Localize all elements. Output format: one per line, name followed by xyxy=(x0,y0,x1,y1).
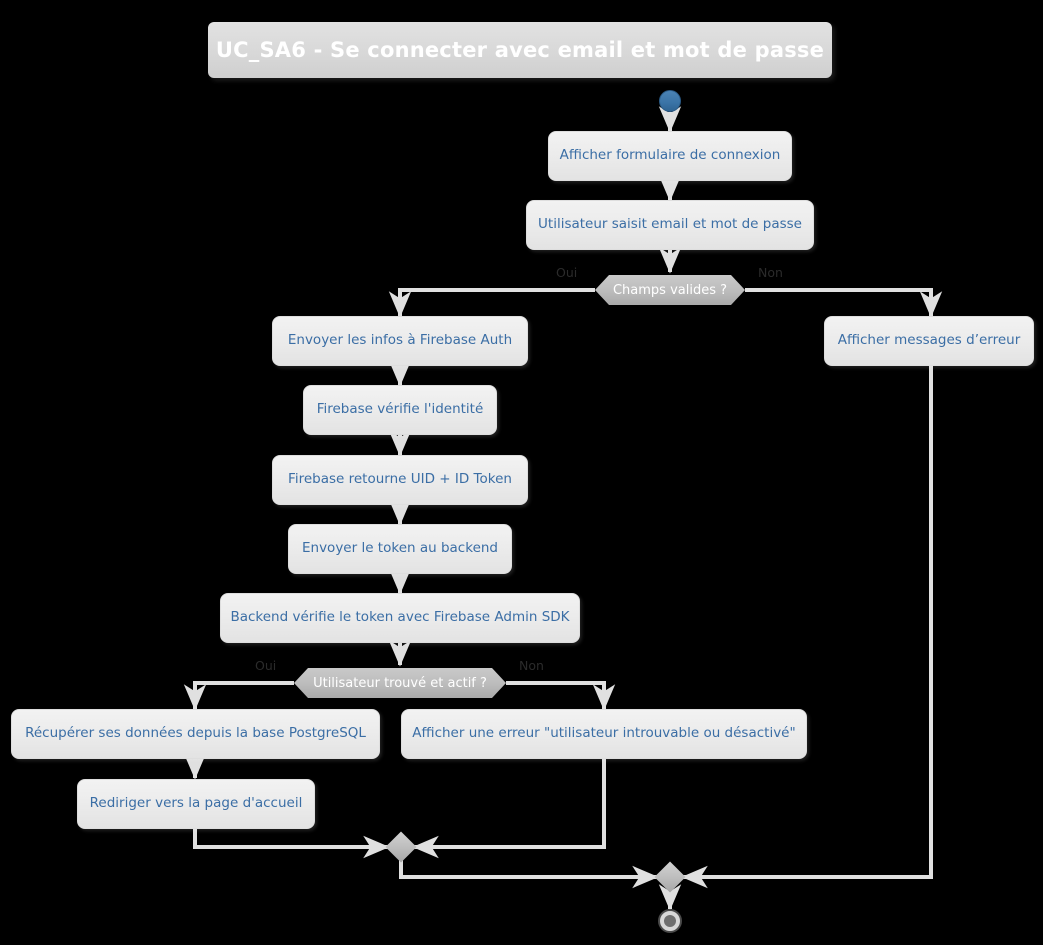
initial-node xyxy=(659,90,681,112)
action-firebase-retourne-uid-id-token[interactable]: Firebase retourne UID + ID Token xyxy=(272,455,528,505)
edge-d1-yes-a3 xyxy=(388,288,595,318)
action-label: Backend vérifie le token avec Firebase A… xyxy=(230,609,570,626)
guard-label-d1-yes: Oui xyxy=(556,265,578,280)
action-afficher-formulaire-de-connexion[interactable]: Afficher formulaire de connexion xyxy=(548,131,792,181)
decision-champs-valides[interactable]: Champs valides ? xyxy=(595,275,745,305)
edge-a9-m1 xyxy=(193,829,390,859)
action-firebase-verifie-lidentite[interactable]: Firebase vérifie l'identité xyxy=(303,385,497,435)
edge-d2-no-a10 xyxy=(506,681,616,711)
guard-label-d2-no: Non xyxy=(519,658,544,673)
action-afficher-une-erreur-utilisateur-introuvable-ou-desactive[interactable]: Afficher une erreur "utilisateur introuv… xyxy=(401,709,807,759)
action-backend-verifie-le-token-avec-firebase-admin-sdk[interactable]: Backend vérifie le token avec Firebase A… xyxy=(220,593,580,643)
edge-m1-m2 xyxy=(399,859,659,889)
final-node-dot xyxy=(664,915,676,927)
action-label: Afficher formulaire de connexion xyxy=(559,147,781,164)
guard-label-d1-no: Non xyxy=(758,265,783,280)
action-label: Envoyer les infos à Firebase Auth xyxy=(287,332,513,349)
diagram-title-banner: UC_SA6 - Se connecter avec email et mot … xyxy=(208,22,832,78)
action-envoyer-les-infos-a-firebase-auth[interactable]: Envoyer les infos à Firebase Auth xyxy=(272,316,528,366)
action-label: Firebase retourne UID + ID Token xyxy=(288,471,512,488)
edge-d2-yes-a8 xyxy=(183,681,294,711)
decision-label: Utilisateur trouvé et actif ? xyxy=(313,675,487,691)
action-label: Firebase vérifie l'identité xyxy=(316,401,484,418)
action-label: Utilisateur saisit email et mot de passe xyxy=(538,216,802,233)
edge-a11-m2 xyxy=(681,366,933,889)
decision-label: Champs valides ? xyxy=(612,282,728,298)
guard-label-d2-yes: Oui xyxy=(255,658,277,673)
action-label: Afficher une erreur "utilisateur introuv… xyxy=(412,725,796,742)
action-afficher-messages-derreur[interactable]: Afficher messages d’erreur xyxy=(824,316,1034,366)
action-label: Récupérer ses données depuis la base Pos… xyxy=(25,725,366,742)
decision-utilisateur-trouve-et-actif[interactable]: Utilisateur trouvé et actif ? xyxy=(294,668,506,698)
edge-d1-no-a11 xyxy=(745,288,943,318)
page-title: UC_SA6 - Se connecter avec email et mot … xyxy=(215,38,825,62)
action-utilisateur-saisit-email-et-mot-de-passe[interactable]: Utilisateur saisit email et mot de passe xyxy=(526,200,814,250)
action-recuperer-ses-donnees-depuis-la-base-postgresql[interactable]: Récupérer ses données depuis la base Pos… xyxy=(11,709,380,759)
final-node xyxy=(658,909,682,933)
action-envoyer-le-token-au-backend[interactable]: Envoyer le token au backend xyxy=(288,524,512,574)
action-label: Rediriger vers la page d'accueil xyxy=(89,795,303,812)
action-rediriger-vers-la-page-daccueil[interactable]: Rediriger vers la page d'accueil xyxy=(77,779,315,829)
action-label: Afficher messages d’erreur xyxy=(837,332,1021,349)
edge-a10-m1 xyxy=(412,759,606,859)
action-label: Envoyer le token au backend xyxy=(301,540,498,557)
